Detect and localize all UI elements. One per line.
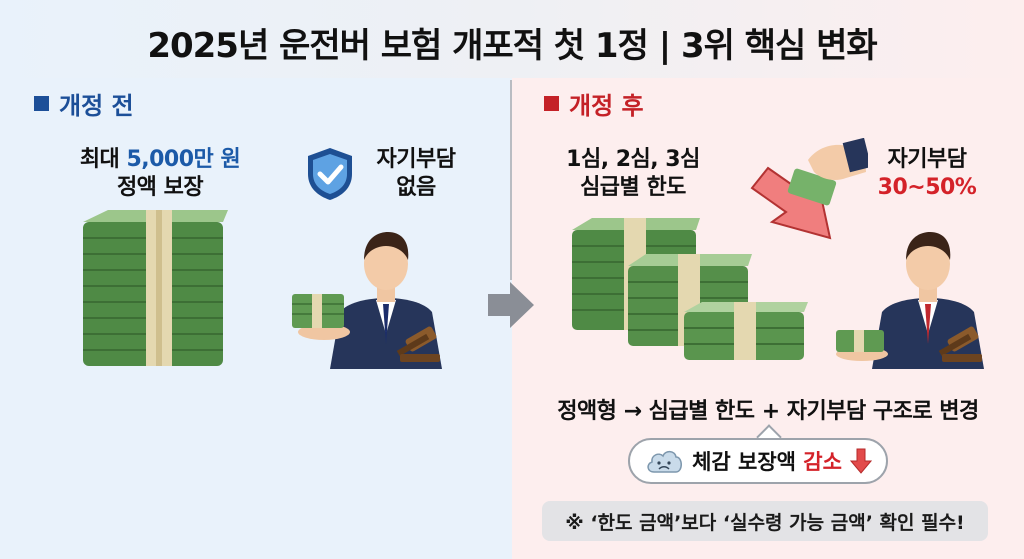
before-heading-text: 개정 전 — [59, 92, 134, 120]
before-deductible-label: 자기부담 없음 — [356, 146, 476, 202]
after-heading: 개정 후 — [544, 86, 644, 121]
title-bar — [0, 0, 1024, 78]
square-bullet-icon — [544, 96, 559, 111]
before-coverage-label: 최대 5,000만 원 정액 보장 — [60, 146, 260, 202]
arrow-down-icon — [849, 448, 872, 474]
before-heading: 개정 전 — [34, 86, 134, 121]
change-summary: 정액형 → 심급별 한도 + 자기부담 구조로 변경 — [557, 399, 979, 424]
cloud-sad-icon — [647, 450, 683, 473]
deductible-title: 자기부담 — [887, 147, 967, 172]
coverage-amount: 5,000만 원 — [126, 147, 241, 172]
after-heading-text: 개정 후 — [569, 92, 644, 120]
page-title: 2025년 운전버 보험 개포적 첫 1정 | 3위 핵심 변화 — [147, 26, 877, 66]
lawyer-figure-before — [292, 232, 442, 369]
coverage-type: 정액 보장 — [116, 175, 204, 200]
after-tier-label: 1심, 2심, 3심 심급별 한도 — [548, 146, 718, 202]
tier-limit: 심급별 한도 — [580, 175, 686, 200]
gavel-icon — [396, 326, 440, 362]
square-bullet-icon — [34, 96, 49, 111]
after-deductible-label: 자기부담 30~50% — [862, 146, 992, 202]
money-stack-3 — [684, 302, 808, 360]
deductible-title: 자기부담 — [376, 147, 456, 172]
deductible-value: 30~50% — [877, 175, 977, 200]
coverage-prefix: 최대 — [79, 147, 127, 172]
check-note: ※ ‘한도 금액’보다 ‘실수령 가능 금액’ 확인 필수! — [542, 501, 988, 541]
shield-check-icon — [308, 148, 352, 200]
money-stack-large — [83, 210, 228, 366]
tier-levels: 1심, 2심, 3심 — [566, 147, 700, 172]
bubble-emphasis: 감소 — [803, 450, 842, 474]
gavel-icon — [938, 326, 982, 362]
money-stacks-tiered — [572, 218, 808, 360]
arrow-down-icon — [750, 138, 868, 240]
panel-divider — [510, 80, 512, 280]
deductible-value: 없음 — [396, 175, 436, 200]
bubble-prefix: 체감 보장액 — [692, 450, 804, 474]
lawyer-figure-after — [836, 232, 984, 369]
perceived-coverage-bubble: 체감 보장액 감소 — [628, 438, 888, 484]
arrow-right-icon — [488, 282, 534, 328]
